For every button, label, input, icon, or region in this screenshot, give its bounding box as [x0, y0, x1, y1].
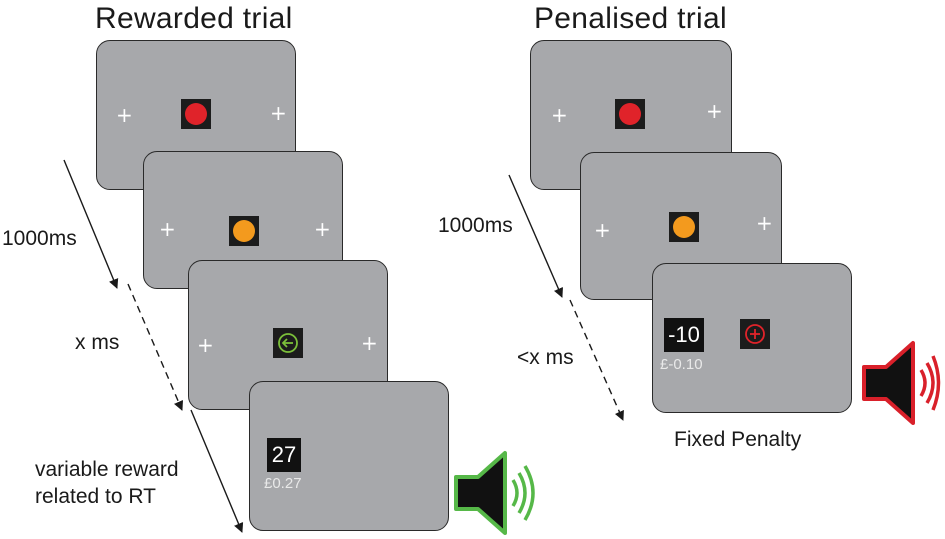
reward-score: 27	[267, 438, 301, 472]
left-arrow-target-icon	[278, 333, 298, 353]
penalised-x-ms-label: <x ms	[517, 346, 574, 369]
fixed-penalty-label: Fixed Penalty	[674, 428, 802, 451]
speaker-red-icon	[862, 341, 941, 425]
fixation-right: +	[361, 331, 378, 355]
penalty-score: -10	[664, 318, 704, 352]
orange-circle-icon	[673, 216, 695, 238]
reward-description-line2: related to RT	[35, 485, 157, 508]
fixation-right: +	[270, 101, 287, 125]
fixation-left: +	[116, 103, 133, 127]
fixation-left: +	[159, 217, 176, 241]
fixation-right: +	[706, 99, 723, 123]
fixation-left: +	[551, 103, 568, 127]
penalty-money: £-0.10	[660, 356, 703, 373]
penalty-target-stimulus	[740, 319, 770, 349]
reward-description-line1: variable reward	[35, 458, 179, 481]
rewarded-x-ms-label: x ms	[75, 331, 120, 354]
fixation-right: +	[756, 211, 773, 235]
penalised-trial-title: Penalised trial	[534, 2, 727, 35]
red-circle-icon	[619, 103, 641, 125]
red-cross-target-icon	[745, 324, 765, 344]
fixation-right: +	[314, 217, 331, 241]
fixation-left: +	[594, 218, 611, 242]
penalised-screen-feedback: -10 £-0.10	[652, 263, 852, 413]
red-cue-stimulus	[615, 99, 645, 129]
rewarded-reward-arrow	[190, 409, 244, 533]
penalised-1000ms-label: 1000ms	[438, 214, 513, 237]
target-stimulus	[273, 328, 303, 358]
fixation-left: +	[197, 333, 214, 357]
rewarded-trial-title: Rewarded trial	[95, 2, 293, 35]
penalised-x-ms-dashed-arrow	[569, 299, 624, 421]
rewarded-screen-feedback: 27 £0.27	[249, 381, 449, 531]
orange-circle-icon	[233, 220, 255, 242]
red-circle-icon	[185, 103, 207, 125]
red-cue-stimulus	[181, 99, 211, 129]
reward-money: £0.27	[264, 475, 302, 492]
rewarded-x-ms-dashed-arrow	[127, 283, 184, 411]
orange-cue-stimulus	[229, 216, 259, 246]
speaker-green-icon	[454, 451, 535, 535]
rewarded-1000ms-arrow	[63, 159, 119, 289]
penalised-1000ms-arrow	[508, 174, 563, 298]
orange-cue-stimulus	[669, 212, 699, 242]
rewarded-1000ms-label: 1000ms	[2, 227, 77, 250]
